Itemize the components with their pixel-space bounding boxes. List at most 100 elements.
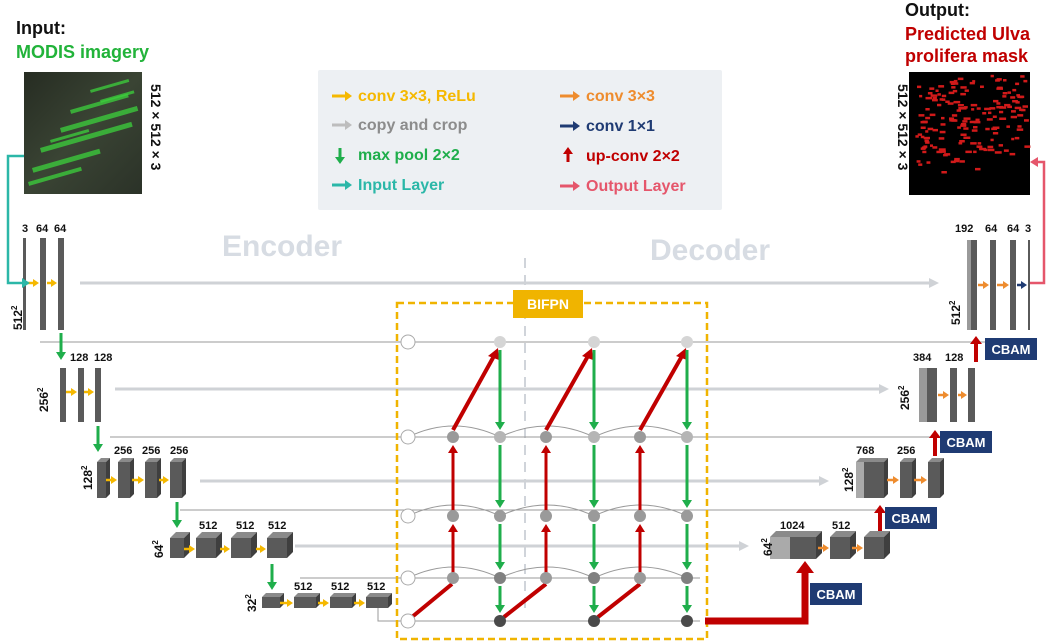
mask-pixel xyxy=(929,87,935,90)
conv-relu-arrow xyxy=(66,388,77,396)
feature-map-block xyxy=(170,532,190,558)
conv3-arrow xyxy=(938,391,949,399)
mask-pixel xyxy=(950,160,956,164)
mask-pixel xyxy=(938,148,946,151)
mask-pixel xyxy=(925,130,929,133)
feature-map-block xyxy=(950,368,957,422)
bifpn-down-arrow xyxy=(589,445,599,508)
conv-relu-arrow xyxy=(159,476,169,484)
mask-pixel xyxy=(960,86,967,89)
mask-pixel xyxy=(923,136,930,140)
enc-res: 5122 xyxy=(10,305,25,330)
bifpn-node xyxy=(634,572,646,584)
svg-text:CBAM: CBAM xyxy=(817,587,856,602)
mask-pixel xyxy=(949,119,957,122)
mask-pixel xyxy=(921,146,927,149)
decoder-labels: 192 64 64 3 5122 384 128 2562 768 256 12… xyxy=(760,223,1031,556)
bifpn-to-decoder-upconv xyxy=(705,561,814,625)
legend-background xyxy=(318,70,722,210)
mask-pixel xyxy=(999,110,1004,114)
enc-ch: 512 xyxy=(268,520,286,532)
input-size-label: 512 × 512 × 3 xyxy=(148,84,164,171)
feature-map-block xyxy=(927,368,937,422)
bifpn-up-arrow xyxy=(635,524,645,574)
mask-pixel xyxy=(960,124,967,127)
mask-pixel xyxy=(940,150,946,153)
input-subtitle: MODIS imagery xyxy=(16,42,149,62)
mask-pixel xyxy=(954,159,960,163)
cbam-box: CBAM xyxy=(940,431,992,453)
mask-pixel xyxy=(960,122,967,126)
mask-pixel xyxy=(1002,95,1007,98)
mask-pixel xyxy=(941,171,947,174)
mask-pixel xyxy=(925,96,933,100)
mask-pixel xyxy=(949,117,955,120)
feature-map-block xyxy=(58,238,64,330)
encoder-blocks xyxy=(23,238,392,608)
legend-item-up-conv: up-conv 2×2 xyxy=(563,147,680,165)
feature-map-block xyxy=(60,368,66,422)
bifpn-node xyxy=(540,431,552,443)
mask-pixel xyxy=(1016,94,1020,97)
enc-ch: 256 xyxy=(114,445,132,457)
conv-relu-arrow xyxy=(132,476,144,484)
enc-ch: 256 xyxy=(170,445,188,457)
feature-map-block xyxy=(366,593,392,608)
mask-pixel xyxy=(919,94,923,98)
mask-pixel xyxy=(1010,115,1017,119)
enc-ch: 512 xyxy=(331,581,349,593)
mask-pixel xyxy=(929,113,936,117)
mask-pixel xyxy=(980,85,984,88)
mask-pixel xyxy=(1004,103,1011,107)
feature-map-block xyxy=(971,240,977,330)
feature-map-block xyxy=(78,368,84,422)
bifpn-down-arrow xyxy=(589,524,599,570)
mask-pixel xyxy=(945,100,950,103)
mask-pixel xyxy=(1014,136,1020,140)
cbam-box: CBAM xyxy=(985,338,1037,360)
mask-pixel xyxy=(989,107,996,110)
mask-pixel xyxy=(990,138,994,142)
dec-res: 5122 xyxy=(948,300,963,325)
output-layer-arrow xyxy=(1030,157,1046,285)
input-layer-arrow xyxy=(6,154,30,288)
bifpn-down-arrow xyxy=(682,445,692,508)
mask-pixel xyxy=(997,86,1003,90)
dec-ch: 192 xyxy=(955,223,973,235)
feature-map-block xyxy=(990,240,996,330)
mask-pixel xyxy=(960,92,966,96)
feature-map-block xyxy=(967,240,971,330)
mask-pixel xyxy=(938,85,945,88)
mask-pixel xyxy=(1015,82,1020,86)
bifpn-node xyxy=(634,510,646,522)
enc-ch: 64 xyxy=(54,223,67,235)
mask-pixel xyxy=(960,133,967,136)
mask-pixel xyxy=(960,107,967,110)
bifpn-up-arrow xyxy=(635,445,645,512)
mask-pixel xyxy=(996,105,1003,109)
mask-pixel xyxy=(988,111,992,115)
dec-ch: 128 xyxy=(945,352,963,364)
mask-pixel xyxy=(991,127,998,131)
max-pool-arrow xyxy=(93,426,103,452)
bifpn-node xyxy=(681,572,693,584)
bifpn-node xyxy=(588,615,600,627)
mask-pixel xyxy=(1020,75,1025,78)
bifpn-down-arrow xyxy=(495,586,505,613)
green-streak xyxy=(100,90,135,103)
mask-pixel xyxy=(932,146,938,149)
mask-pixel xyxy=(1009,152,1016,156)
cbam-box: CBAM xyxy=(885,507,937,529)
mask-pixel xyxy=(1016,128,1024,131)
decoder-label: Decoder xyxy=(650,234,770,267)
mask-pixel xyxy=(956,109,961,112)
output-line1: Predicted Ulva xyxy=(905,24,1031,44)
enc-ch: 128 xyxy=(70,352,88,364)
feature-map-block xyxy=(294,593,320,608)
bifpn-node xyxy=(588,431,600,443)
mask-pixel xyxy=(954,82,959,85)
bifpn-node xyxy=(447,572,459,584)
bifpn-down-arrow xyxy=(682,350,692,430)
green-streak xyxy=(90,78,130,93)
dec-ch: 1024 xyxy=(780,520,805,532)
